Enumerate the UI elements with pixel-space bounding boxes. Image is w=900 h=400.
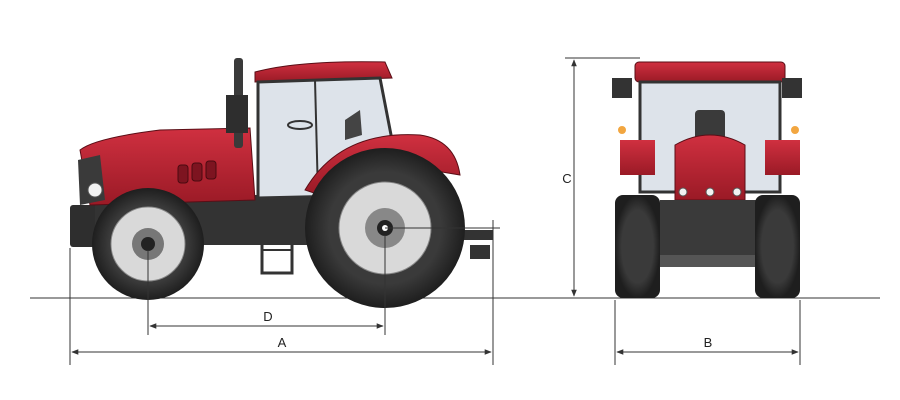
dimension-c-label: C — [562, 171, 571, 186]
dimension-a-label: A — [278, 335, 287, 350]
tractor-front-view — [612, 61, 802, 298]
dimension-lines — [69, 57, 801, 365]
front-right-tire — [755, 195, 800, 298]
front-wheel-side — [92, 188, 204, 300]
dimension-b-label: B — [704, 335, 713, 350]
front-left-tire — [615, 195, 660, 298]
dimension-d-label: D — [263, 309, 272, 324]
tractor-side-view — [70, 58, 493, 308]
